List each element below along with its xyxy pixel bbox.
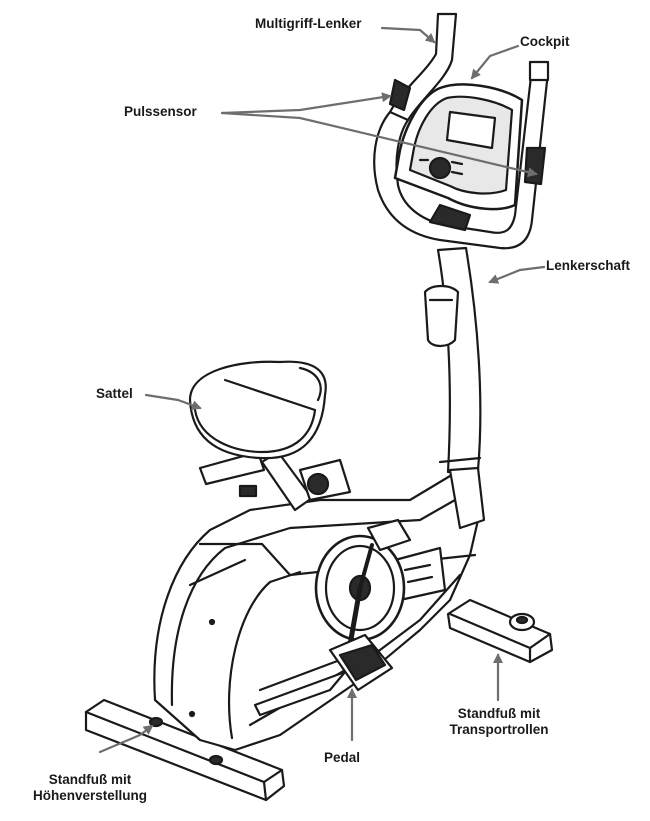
arrow-sattel bbox=[144, 393, 202, 410]
label-lenkerschaft: Lenkerschaft bbox=[546, 258, 631, 273]
label-standfuss-hoehenverstellung-line1: Standfuß mit bbox=[48, 772, 132, 787]
arrow-lenkerschaft bbox=[488, 265, 546, 284]
front-foot bbox=[446, 598, 554, 664]
main-frame bbox=[153, 468, 480, 752]
crank-disc bbox=[314, 534, 406, 648]
label-pedal: Pedal bbox=[324, 750, 361, 765]
arrow-pulssensor-left bbox=[220, 92, 392, 115]
arrow-hoehenverstellung bbox=[98, 724, 154, 754]
arrow-pulssensor-right bbox=[220, 111, 538, 178]
bottle-holder bbox=[423, 284, 460, 348]
label-standfuss-transportrollen-line2: Transportrollen bbox=[449, 722, 549, 737]
label-multigriff-lenker: Multigriff-Lenker bbox=[255, 16, 362, 31]
label-standfuss-transportrollen: Standfuß mit Transportrollen bbox=[444, 706, 554, 738]
cockpit-console bbox=[393, 83, 524, 232]
handlebars bbox=[373, 12, 550, 250]
arrow-cockpit bbox=[470, 44, 520, 80]
label-sattel: Sattel bbox=[96, 386, 133, 401]
label-standfuss-transportrollen-line1: Standfuß mit bbox=[457, 706, 541, 721]
label-standfuss-hoehenverstellung: Standfuß mit Höhenverstellung bbox=[20, 772, 160, 804]
seat-assembly bbox=[188, 360, 352, 512]
label-pulssensor: Pulssensor bbox=[124, 104, 197, 119]
callout-arrows bbox=[98, 26, 546, 754]
pedal-shapes bbox=[328, 518, 412, 692]
arrow-multigriff bbox=[380, 26, 436, 44]
label-cockpit: Cockpit bbox=[520, 34, 570, 49]
label-standfuss-hoehenverstellung-line2: Höhenverstellung bbox=[32, 788, 148, 803]
rear-foot bbox=[84, 698, 286, 802]
